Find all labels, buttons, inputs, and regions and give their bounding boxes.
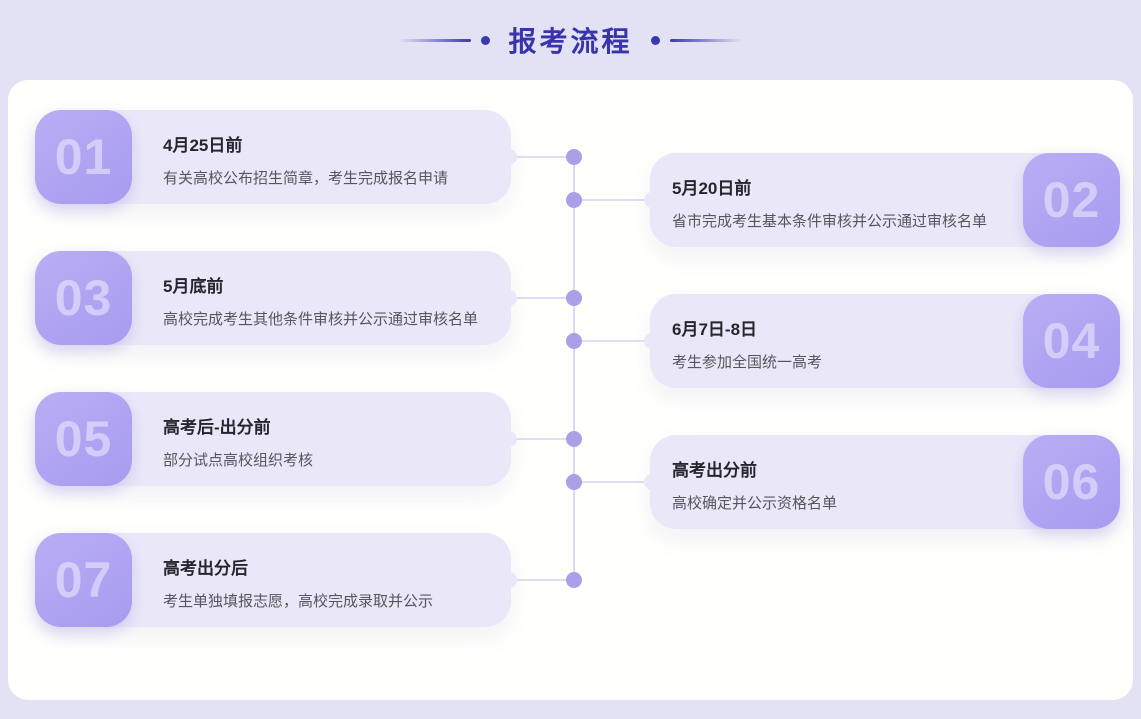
timeline-step-card-6: 06 高考出分前 高校确定并公示资格名单 [644,435,1120,529]
title-decoration-line-right [669,38,742,42]
step-title: 5月20日前 [672,179,752,198]
step-number: 02 [1042,172,1101,228]
step-content: 6月7日-8日 考生参加全国统一高考 [672,315,1000,372]
step-number: 07 [54,552,113,608]
timeline-dot-step-1 [566,149,582,165]
step-number: 01 [54,129,113,185]
title-decoration-line-left [399,38,472,42]
timeline-vertical-line [573,157,575,580]
timeline-step-card-3: 03 5月底前 高校完成考生其他条件审核并公示通过审核名单 [35,251,517,345]
timeline-dot-step-7 [566,572,582,588]
connector-line-step-6 [574,481,650,483]
step-title: 高考后-出分前 [163,418,271,437]
step-title: 高考出分前 [672,461,757,480]
step-number-badge: 01 [35,110,132,204]
step-number-badge: 02 [1023,153,1120,247]
timeline-dot-step-6 [566,474,582,490]
step-title: 4月25日前 [163,136,243,155]
step-number: 05 [54,411,113,467]
timeline-step-card-5: 05 高考后-出分前 部分试点高校组织考核 [35,392,517,486]
connector-bump [644,333,660,349]
step-number-badge: 05 [35,392,132,486]
title-decoration-dot-right [650,35,660,45]
step-title: 高考出分后 [163,559,248,578]
step-description: 部分试点高校组织考核 [163,452,314,469]
connector-bump [501,149,517,165]
timeline-step-card-4: 04 6月7日-8日 考生参加全国统一高考 [644,294,1120,388]
step-description: 高校确定并公示资格名单 [672,495,838,512]
step-description: 高校完成考生其他条件审核并公示通过审核名单 [163,311,479,328]
step-description: 有关高校公布招生简章，考生完成报名申请 [163,170,449,187]
step-number-badge: 04 [1023,294,1120,388]
step-number-badge: 06 [1023,435,1120,529]
step-number: 03 [54,270,113,326]
connector-bump [501,572,517,588]
step-number-badge: 07 [35,533,132,627]
timeline-dot-step-4 [566,333,582,349]
step-description: 考生单独填报志愿，高校完成录取并公示 [163,593,434,610]
step-number: 06 [1042,454,1101,510]
step-content: 高考出分前 高校确定并公示资格名单 [672,456,1000,513]
connector-bump [644,192,660,208]
connector-bump [501,290,517,306]
connector-line-step-1 [516,156,574,158]
step-number: 04 [1042,313,1101,369]
connector-bump [501,431,517,447]
step-content: 4月25日前 有关高校公布招生简章，考生完成报名申请 [163,131,487,188]
connector-line-step-7 [516,579,574,581]
connector-line-step-5 [516,438,574,440]
timeline-dot-step-3 [566,290,582,306]
step-content: 高考后-出分前 部分试点高校组织考核 [163,413,487,470]
step-content: 5月底前 高校完成考生其他条件审核并公示通过审核名单 [163,272,487,329]
connector-bump [644,474,660,490]
title-decoration-dot-left [481,35,491,45]
timeline-step-card-1: 01 4月25日前 有关高校公布招生简章，考生完成报名申请 [35,110,517,204]
timeline-step-card-2: 02 5月20日前 省市完成考生基本条件审核并公示通过审核名单 [644,153,1120,247]
timeline-dot-step-2 [566,192,582,208]
connector-line-step-4 [574,340,650,342]
page-header: 报考流程 [0,0,1141,80]
connector-line-step-3 [516,297,574,299]
timeline-step-card-7: 07 高考出分后 考生单独填报志愿，高校完成录取并公示 [35,533,517,627]
step-number-badge: 03 [35,251,132,345]
step-content: 5月20日前 省市完成考生基本条件审核并公示通过审核名单 [672,174,1000,231]
page-title: 报考流程 [508,26,633,57]
timeline-dot-step-5 [566,431,582,447]
step-title: 6月7日-8日 [672,320,758,339]
step-content: 高考出分后 考生单独填报志愿，高校完成录取并公示 [163,554,487,611]
connector-line-step-2 [574,199,650,201]
step-description: 省市完成考生基本条件审核并公示通过审核名单 [672,213,988,230]
step-description: 考生参加全国统一高考 [672,354,823,371]
step-title: 5月底前 [163,277,224,296]
